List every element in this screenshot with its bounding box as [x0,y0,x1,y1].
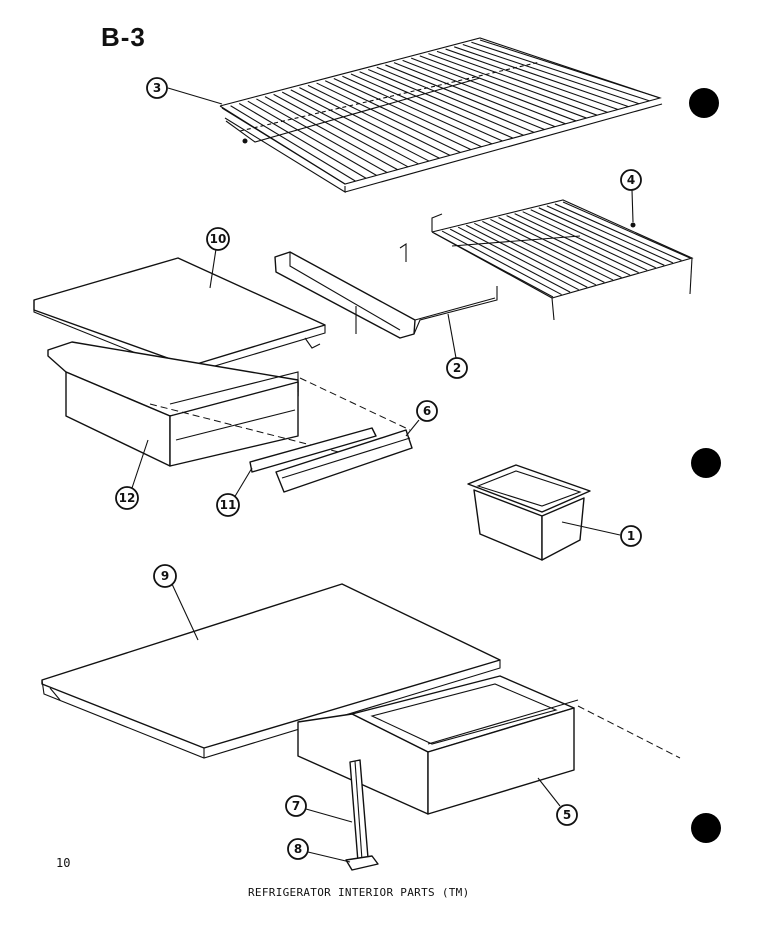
wire-rod [411,57,577,122]
callout-3: 3 [146,77,223,105]
wire-rod [490,218,614,281]
wire-rod [419,55,587,119]
wire-shelf-large [219,37,663,193]
wire-rod [514,213,639,274]
svg-text:3: 3 [153,81,161,95]
wire-rod [546,205,674,264]
shelf-bracket [274,242,498,339]
svg-text:2: 2 [453,361,461,375]
wire-rod [247,100,377,176]
callout-11: 11 [216,467,253,517]
callout-12: 12 [115,439,149,510]
wire-rod [562,201,691,259]
callout-2: 2 [446,313,468,379]
wire-rod [462,44,640,105]
wire-rod [324,80,472,151]
svg-text:8: 8 [294,842,302,856]
svg-text:7: 7 [292,799,300,813]
wire-rod [436,50,608,113]
callout-10: 10 [206,227,230,289]
binder-hole-middle [691,448,721,478]
wire-rod [238,102,367,179]
wire-rod [465,224,588,288]
wire-rod [230,105,356,182]
wire-rod [454,46,629,108]
wire-rod [498,217,622,278]
wire-rod [445,48,619,110]
callout-8: 8 [287,838,351,863]
storage-bin [467,464,591,561]
wire-rod [367,68,524,136]
shelf-pin [630,222,636,228]
callout-5: 5 [537,777,578,826]
diagram-caption: REFRIGERATOR INTERIOR PARTS (TM) [248,886,470,899]
wire-rod [256,98,388,174]
svg-text:5: 5 [563,808,571,822]
wire-rod [530,209,656,269]
wire-rod [554,203,682,261]
svg-text:6: 6 [423,404,431,418]
svg-text:9: 9 [161,569,169,583]
wire-rod [428,53,598,116]
svg-text:12: 12 [119,491,136,505]
assembly-line-crisper-2 [149,403,371,461]
wire-rod [290,89,430,162]
binder-hole-bottom [691,813,721,843]
wire-rod [316,82,461,153]
vegetable-drawer [297,675,579,815]
wire-rod [264,96,398,171]
wire-rod [471,41,650,102]
wire-rod [482,220,605,283]
svg-text:10: 10 [210,232,227,246]
callout-9: 9 [153,564,199,641]
wire-rod [449,228,571,293]
wire-rod [342,75,493,145]
wire-rod [538,207,665,266]
callout-4: 4 [620,169,642,223]
section-label: B-3 [101,22,146,52]
wire-rod [393,62,556,128]
wire-rod [522,211,648,271]
crisper-drawer [47,341,299,467]
wire-rod [385,64,545,131]
wire-rod [402,59,566,125]
wire-rod [307,84,451,156]
wire-rod [359,71,514,139]
binder-holes [689,88,721,843]
callout-1: 1 [561,521,642,547]
assembly-line-drawer [577,705,681,759]
crisper-rail-channel [275,429,413,493]
callout-7: 7 [285,795,353,823]
svg-text:11: 11 [220,498,237,512]
wire-rod [333,78,482,148]
svg-text:4: 4 [627,173,635,187]
callout-6: 6 [405,400,438,437]
page-number: 10 [56,856,71,870]
wire-rod [273,93,409,168]
svg-text:1: 1 [627,529,635,543]
wire-rod [441,230,562,296]
wire-rod [299,87,440,159]
callouts: 3 4 10 2 6 12 11 [115,77,642,863]
wire-rod [506,215,631,276]
post-foot [345,855,379,871]
binder-hole-top [689,88,719,118]
wire-rod [457,226,579,291]
wire-rod [474,222,597,286]
wire-rod [350,73,503,142]
wire-rod [376,66,535,133]
shelf-cover-large [41,583,501,759]
wire-rod [281,91,419,165]
assembly-line-crisper [299,377,411,431]
wire-shelf-small [431,199,694,321]
